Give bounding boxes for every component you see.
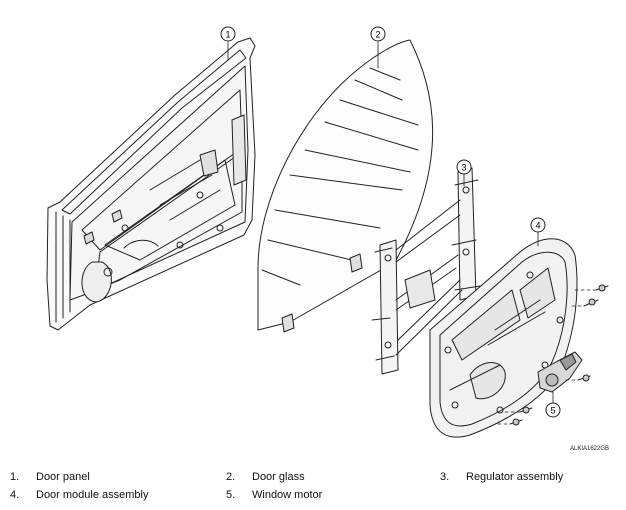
legend-label: Door module assembly (36, 489, 149, 501)
svg-text:5: 5 (550, 406, 555, 416)
legend-label: Regulator assembly (466, 471, 564, 483)
legend-item-window-motor: 5. Window motor (226, 489, 322, 501)
legend-num: 2. (226, 471, 236, 483)
legend-item-door-glass: 2. Door glass (226, 471, 305, 483)
legend-item-regulator-assembly: 3. Regulator assembly (440, 471, 563, 483)
callout-5: 5 (545, 402, 561, 418)
svg-text:3: 3 (461, 163, 466, 173)
callout-1: 1 (220, 26, 236, 42)
callout-2: 2 (370, 26, 386, 42)
legend-label: Door glass (252, 471, 305, 483)
legend-item-door-module-assembly: 4. Door module assembly (10, 489, 149, 501)
legend-label: Door panel (36, 471, 90, 483)
leader-lines (497, 289, 597, 425)
svg-text:1: 1 (225, 30, 230, 40)
figure-code: ALKIA1622GB (570, 446, 610, 452)
callout-4: 4 (530, 217, 546, 233)
callout-3: 3 (456, 159, 472, 175)
door-panel-drawing (46, 37, 256, 331)
legend-num: 1. (10, 471, 20, 483)
svg-text:2: 2 (375, 30, 380, 40)
exploded-door-diagram: 1 2 3 4 5 (46, 26, 609, 438)
callout-leaders (227, 41, 554, 405)
legend-num: 5. (226, 489, 236, 501)
regulator-assembly-drawing (371, 167, 481, 375)
window-motor-drawing (537, 351, 583, 393)
legend-item-door-panel: 1. Door panel (10, 471, 90, 483)
svg-text:4: 4 (535, 221, 540, 231)
legend-num: 3. (440, 471, 450, 483)
legend-label: Window motor (252, 489, 323, 501)
bolts (509, 284, 609, 426)
parts-legend: 1. Door panel 2. Door glass 3. Regulator as… (0, 469, 626, 509)
legend-num: 4. (10, 489, 20, 501)
